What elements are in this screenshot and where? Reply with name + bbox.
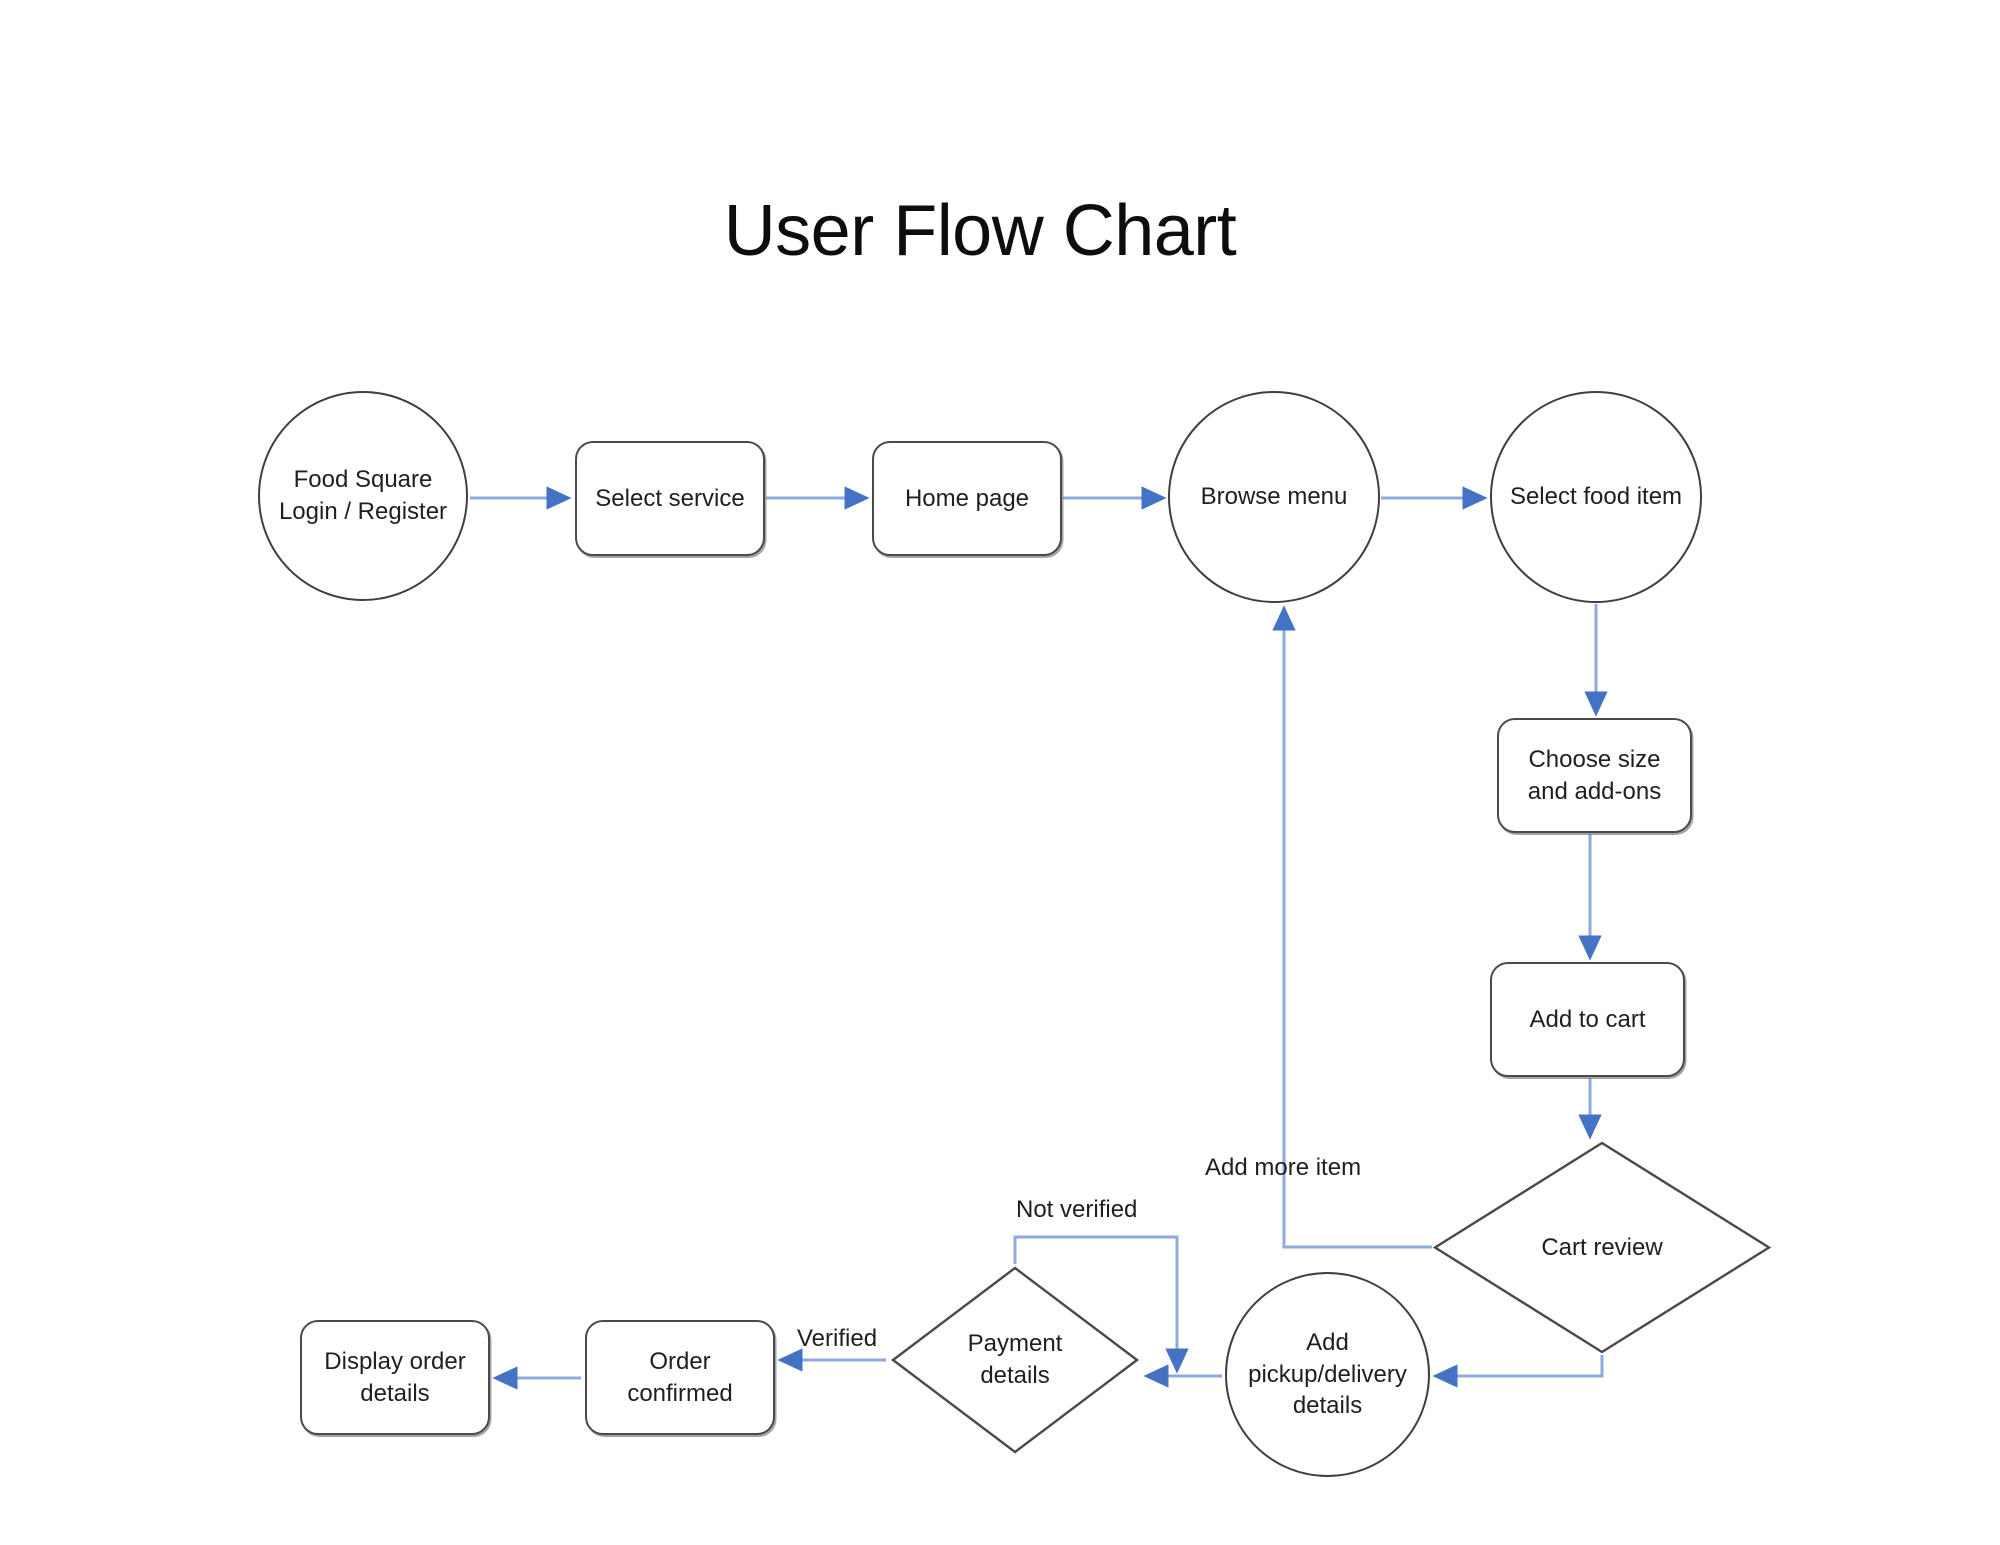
node-label-home-page: Home page bbox=[904, 484, 1030, 512]
node-add-to-cart[interactable]: Add to cart bbox=[1490, 962, 1685, 1077]
node-home-page[interactable]: Home page bbox=[872, 441, 1062, 556]
page-title: User Flow Chart bbox=[723, 191, 1237, 271]
edge-label-add-more-item: Add more item bbox=[1205, 1154, 1362, 1181]
edge-cart-review-to-add-pickup bbox=[1432, 1355, 1604, 1388]
node-label-cart-review: Cart review bbox=[1541, 1233, 1663, 1261]
node-browse-menu[interactable]: Browse menu bbox=[1168, 391, 1380, 603]
node-label-select-service: Select service bbox=[595, 484, 745, 512]
diamond-outline-cart-review bbox=[1432, 1141, 1772, 1354]
edge-label-not-verified: Not verified bbox=[1016, 1196, 1138, 1223]
node-select-service[interactable]: Select service bbox=[575, 441, 765, 556]
diamond-outline-payment-details bbox=[891, 1266, 1139, 1454]
edge-label-verified: Verified bbox=[797, 1325, 878, 1352]
node-cart-review[interactable]: Cart review bbox=[1432, 1140, 1772, 1355]
node-label-browse-menu: Browse menu bbox=[1200, 483, 1348, 511]
edge-cart-review-to-browse-menu bbox=[1272, 605, 1432, 1249]
node-label-select-food-item: Select food item bbox=[1509, 483, 1683, 511]
node-label-add-to-cart: Add to cart bbox=[1529, 1005, 1646, 1033]
node-select-food-item[interactable]: Select food item bbox=[1490, 391, 1702, 603]
